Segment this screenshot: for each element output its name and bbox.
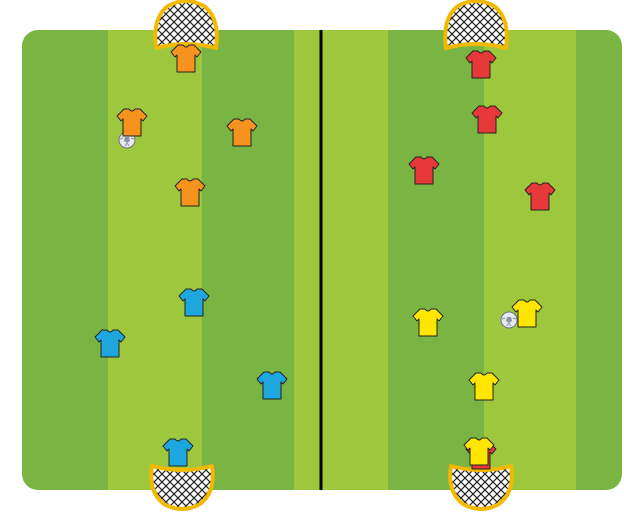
goal-right-bottom — [450, 466, 512, 509]
pitch-stripe — [484, 30, 576, 490]
goal-left-top — [155, 1, 217, 48]
goal-right-top — [445, 1, 507, 48]
pitch-stripe — [388, 30, 484, 490]
pitch-stripe — [322, 30, 388, 490]
pitch-stripe — [202, 30, 294, 490]
pitch-stripe — [294, 30, 322, 490]
pitch-stripe — [576, 30, 622, 490]
pitch-stripe — [108, 30, 202, 490]
pitch-stripe — [22, 30, 108, 490]
goal-left-bottom — [151, 466, 213, 509]
soccer-ball-icon[interactable] — [501, 312, 517, 328]
